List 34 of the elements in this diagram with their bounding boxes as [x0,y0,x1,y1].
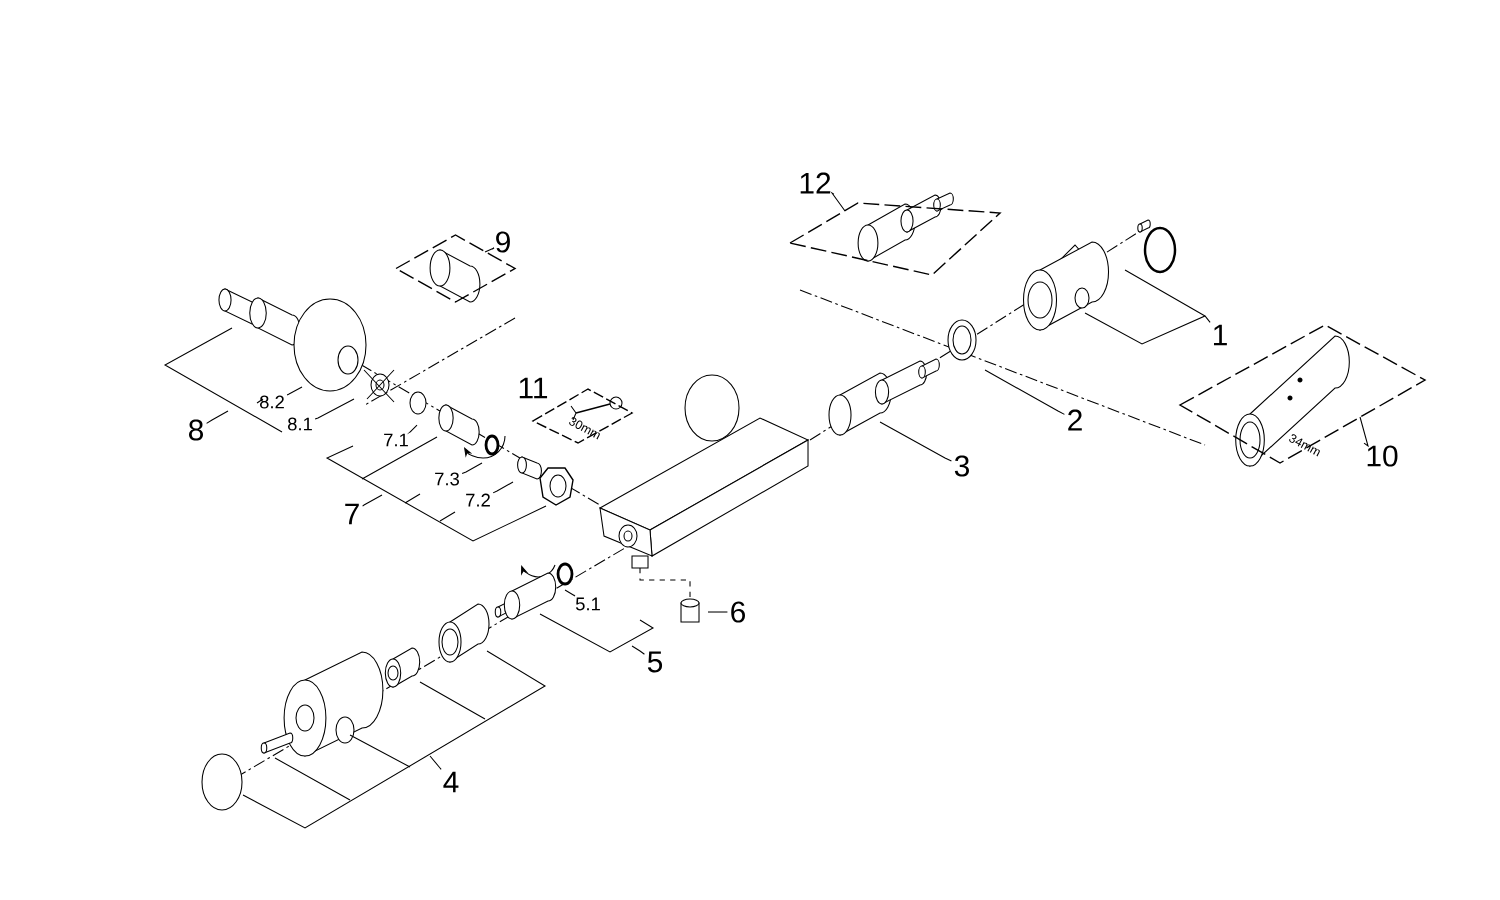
callout-number: 8 [189,419,203,441]
callout-number: 9 [496,231,510,253]
leader-line [830,191,846,212]
leader-line [461,462,483,474]
callout-number: 6 [731,601,745,623]
callout-number: 12 [800,172,831,194]
callout-number: 1 [1214,324,1227,346]
leader-line [539,613,655,655]
callout-number: 4 [443,771,459,793]
callout-number: 5.1 [575,597,600,611]
callout-number: 7.3 [435,472,459,486]
leader-line [707,611,728,613]
callout-number: 7.1 [384,433,408,447]
leader-line [564,589,576,597]
callout-number: 8.2 [260,395,284,409]
leader-line [984,369,1065,415]
callout-number: 10 [1367,445,1398,467]
leader-line [163,327,283,433]
leader-line [286,386,303,396]
leader-line [1084,269,1211,345]
leader-line [492,481,514,494]
leader-line [879,421,952,462]
callout-number: 5 [647,651,663,673]
callout-number: 3 [954,455,969,477]
callout-number: 8.1 [288,417,312,431]
leader-line [325,436,547,542]
callout-number: 7.2 [466,493,490,507]
leader-line [242,650,547,829]
leader-line [314,398,355,420]
callout-number: 7 [345,503,359,525]
leader-line [1359,416,1369,448]
leader-line [484,247,495,253]
leader-line [406,424,418,435]
callout-number: 2 [1068,409,1082,431]
